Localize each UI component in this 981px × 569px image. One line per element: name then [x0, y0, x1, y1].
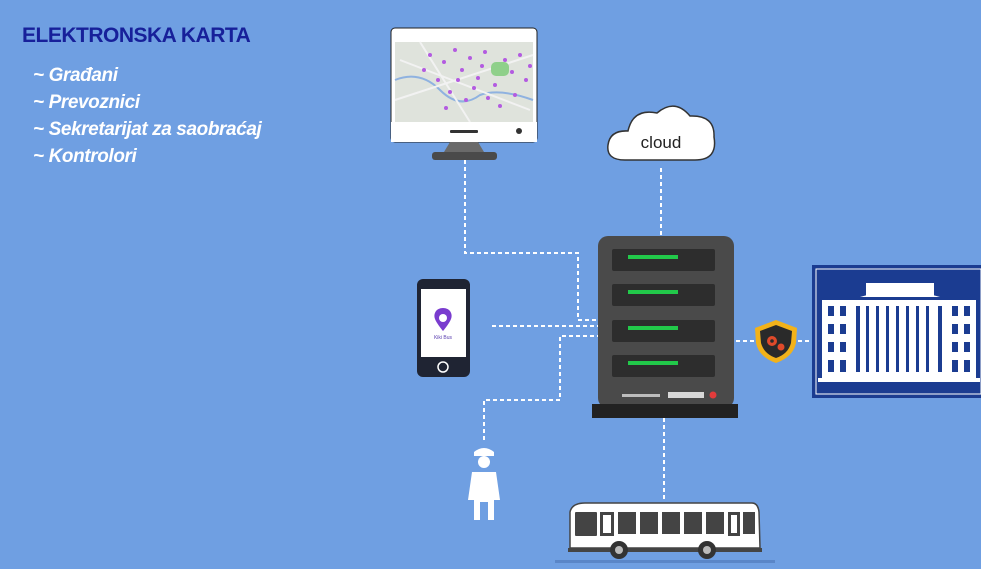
app-label: Kiki Bus [434, 335, 453, 341]
cloud-icon: cloud [607, 105, 716, 161]
connectors [464, 160, 812, 500]
server-icon [592, 236, 738, 418]
connector-monitor-server [464, 160, 598, 321]
role-item: ~ Prevoznici [33, 92, 140, 113]
role-item: ~ Kontrolori [33, 146, 137, 167]
building-icon [812, 265, 981, 398]
page-title: ELEKTRONSKA KARTA [22, 24, 251, 47]
cloud-label: cloud [641, 133, 682, 152]
roles-list: ~ Građani ~ Prevoznici ~ Sekretarijat za… [33, 62, 262, 170]
controller-person-icon [468, 448, 500, 520]
shield-gear-icon [755, 320, 797, 363]
role-item: ~ Sekretarijat za saobraćaj [33, 119, 262, 140]
bus-icon [555, 502, 775, 563]
connector-controller-server [483, 335, 598, 440]
monitor-map-icon [390, 27, 538, 160]
role-item: ~ Građani [33, 65, 118, 86]
smartphone-icon: Kiki Bus [417, 279, 470, 377]
